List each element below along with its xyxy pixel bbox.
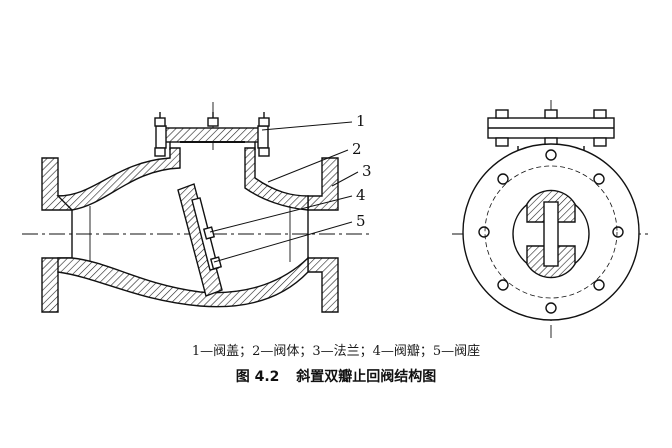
callout-1: 1 bbox=[356, 112, 366, 130]
bonnet-cover bbox=[159, 127, 265, 143]
bonnet-bolts bbox=[154, 112, 270, 157]
callout-2: 2 bbox=[352, 140, 362, 158]
figure-caption: 图 4.2 斜置双瓣止回阀结构图 bbox=[0, 366, 672, 386]
callout-3: 3 bbox=[362, 162, 372, 180]
inclined-disc-seat bbox=[177, 183, 223, 297]
figure-number: 图 4.2 bbox=[235, 369, 280, 385]
callout-5: 5 bbox=[356, 212, 366, 230]
right-flange-upper bbox=[307, 157, 339, 211]
section-view bbox=[22, 102, 372, 313]
body-upper-wall bbox=[56, 147, 181, 211]
callouts bbox=[209, 121, 359, 263]
body-lower-wall bbox=[57, 256, 309, 308]
bolt-holes bbox=[478, 149, 624, 314]
figure-title: 斜置双瓣止回阀结构图 bbox=[296, 369, 437, 385]
body-neck-right bbox=[244, 147, 309, 211]
parts-legend: 1—阀盖；2—阀体；3—法兰；4—阀瓣；5—阀座 bbox=[191, 344, 481, 359]
right-flange-lower bbox=[307, 257, 339, 313]
callout-4: 4 bbox=[356, 186, 366, 204]
end-view bbox=[452, 100, 650, 338]
